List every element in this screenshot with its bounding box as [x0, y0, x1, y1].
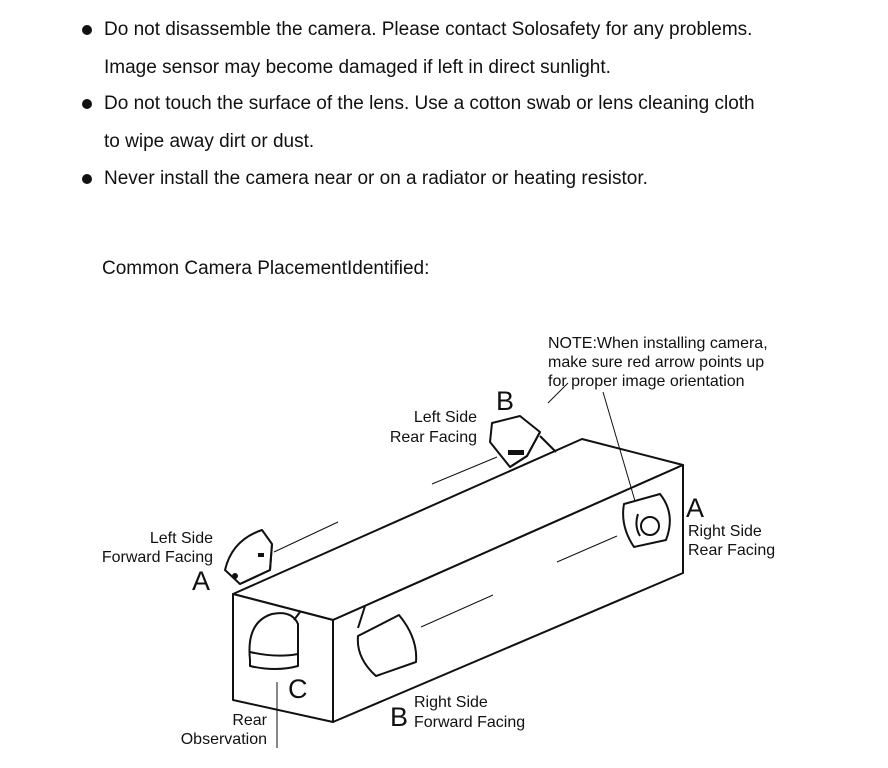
bullet-line: Never install the camera near or on a ra…	[104, 168, 648, 189]
camera-rear	[248, 611, 301, 670]
note-tick-line	[547, 382, 569, 404]
camera-left-rear	[489, 415, 557, 468]
note-line: make sure red arrow points up	[548, 354, 764, 371]
note-line: for proper image orientation	[548, 373, 745, 390]
label-line: Left Side	[414, 409, 477, 426]
label-line: Left Side	[150, 530, 213, 547]
section-heading: Common Camera PlacementIdentified:	[102, 258, 430, 279]
guide-line	[556, 535, 618, 563]
label-line: Right Side	[688, 523, 762, 540]
bullet-line: Do not disassemble the camera. Please co…	[104, 19, 753, 40]
bullet-line: Image sensor may become damaged if left …	[104, 57, 611, 78]
bullet-dot	[82, 99, 92, 109]
label-line: Observation	[181, 731, 267, 748]
label-letter: B	[390, 702, 408, 732]
bullet-dot	[82, 174, 92, 184]
label-line: Rear	[232, 712, 267, 729]
camera-right-rear	[622, 493, 671, 548]
label-letter: C	[288, 674, 308, 704]
bullet-line: to wipe away dirt or dust.	[104, 131, 315, 152]
label-line: Forward Facing	[414, 714, 525, 731]
label-line: Right Side	[414, 694, 488, 711]
camera-right-forward	[356, 605, 418, 677]
bullet-line: Do not touch the surface of the lens. Us…	[104, 93, 755, 114]
guide-line	[431, 456, 498, 485]
label-line: Rear Facing	[688, 542, 775, 559]
label-letter: A	[192, 566, 210, 596]
note-pointer-line	[602, 391, 641, 519]
guide-line	[273, 521, 339, 553]
note-line: NOTE:When installing camera,	[548, 335, 768, 352]
camera-left-forward	[224, 529, 273, 585]
guide-line	[420, 594, 494, 628]
label-line: Forward Facing	[102, 549, 213, 566]
label-line: Rear Facing	[390, 429, 477, 446]
bullet-dot	[82, 25, 92, 35]
label-letter: B	[496, 386, 514, 416]
label-letter: A	[686, 493, 704, 523]
